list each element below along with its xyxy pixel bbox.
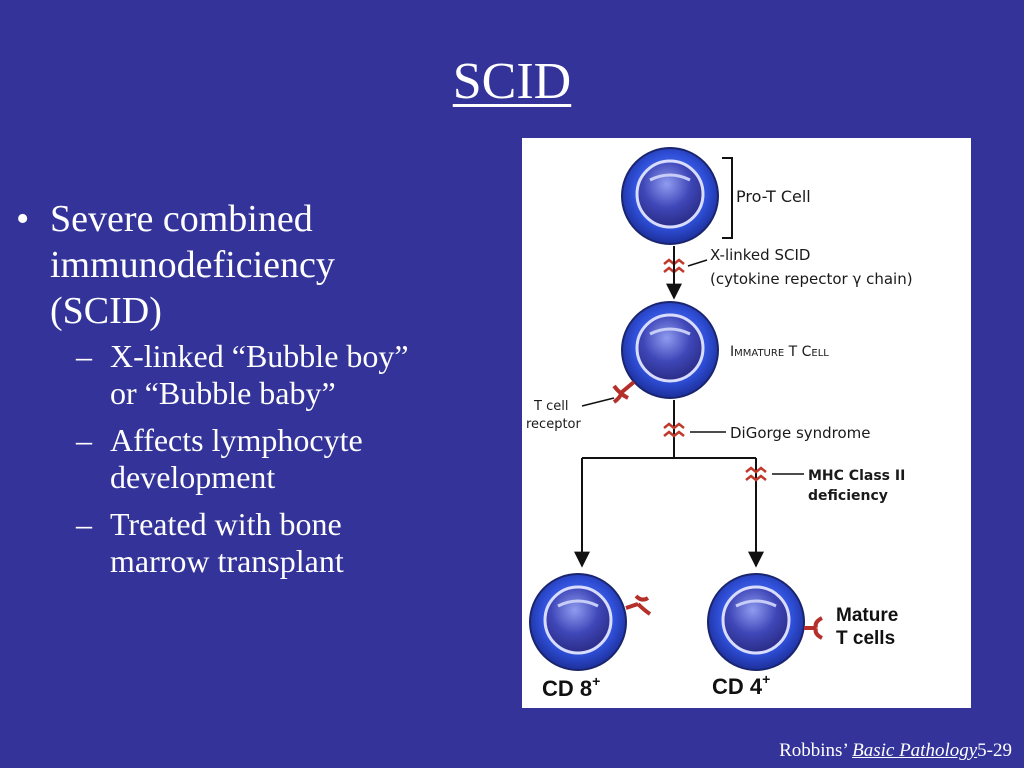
sub-bullet-text: Affects lymphocyte development <box>110 422 363 495</box>
mhc-label: MHC Class II <box>808 468 905 484</box>
xlinked-detail-label: (cytokine repector γ chain) <box>710 270 913 288</box>
t-cell-receptor-icon <box>612 380 636 404</box>
block-mark <box>745 466 767 482</box>
digeorge-label: DiGorge syndrome <box>730 424 871 442</box>
block-mark <box>663 422 685 438</box>
t-cell-development-diagram: Pro-T Cell X-linked SCID (cytokine repec… <box>522 138 971 708</box>
bullet-list: • Severe combined immunodeficiency (SCID… <box>16 196 416 590</box>
sub-bullet-list: – X-linked “Bubble boy” or “Bubble baby”… <box>76 338 416 580</box>
slide-title: SCID <box>452 53 572 110</box>
receptor-icon <box>804 616 823 640</box>
sub-bullet-marker: – <box>76 422 92 458</box>
pointer-line <box>687 259 708 267</box>
pro-t-bracket <box>722 157 733 239</box>
sub-bullet-marker: – <box>76 338 92 374</box>
xlinked-label: X-linked SCID <box>710 246 810 264</box>
bullet-item: • Severe combined immunodeficiency (SCID… <box>16 196 416 334</box>
cd4-t-cell <box>707 573 805 671</box>
tcr-label-2: receptor <box>526 417 582 432</box>
diagram-canvas: Pro-T Cell X-linked SCID (cytokine repec… <box>526 147 913 701</box>
immature-t-cell <box>621 301 719 399</box>
cd8-t-cell <box>529 573 627 671</box>
immature-label: Immature T Cell <box>730 344 829 360</box>
cd8-label: CD 8+ <box>542 673 600 701</box>
mature-label-2: T cells <box>836 628 895 649</box>
receptor-icon <box>625 594 652 616</box>
pro-t-cell <box>621 147 719 245</box>
bullet-text: Severe combined immunodeficiency (SCID) <box>50 198 335 332</box>
footer-book: Basic Pathology <box>852 740 978 761</box>
footer-page: 5-29 <box>977 740 1012 761</box>
pointer-line <box>581 397 615 407</box>
tcr-label: T cell <box>533 399 568 414</box>
footer-author: Robbins’ <box>779 740 848 761</box>
sub-bullet-item: – Treated with bone marrow transplant <box>76 506 416 580</box>
bullet-marker: • <box>16 198 30 240</box>
cd4-label: CD 4+ <box>712 671 770 699</box>
sub-bullet-text: Treated with bone marrow transplant <box>110 506 344 579</box>
sub-bullet-text: X-linked “Bubble boy” or “Bubble baby” <box>110 338 409 411</box>
pro-t-label: Pro-T Cell <box>736 187 811 206</box>
mature-label: Mature <box>836 605 898 626</box>
sub-bullet-item: – Affects lymphocyte development <box>76 422 416 496</box>
sub-bullet-marker: – <box>76 506 92 542</box>
sub-bullet-item: – X-linked “Bubble boy” or “Bubble baby” <box>76 338 416 412</box>
slide-footer: Robbins’ Basic Pathology5-29 <box>779 740 1012 762</box>
mhc-label-2: deficiency <box>808 488 888 504</box>
